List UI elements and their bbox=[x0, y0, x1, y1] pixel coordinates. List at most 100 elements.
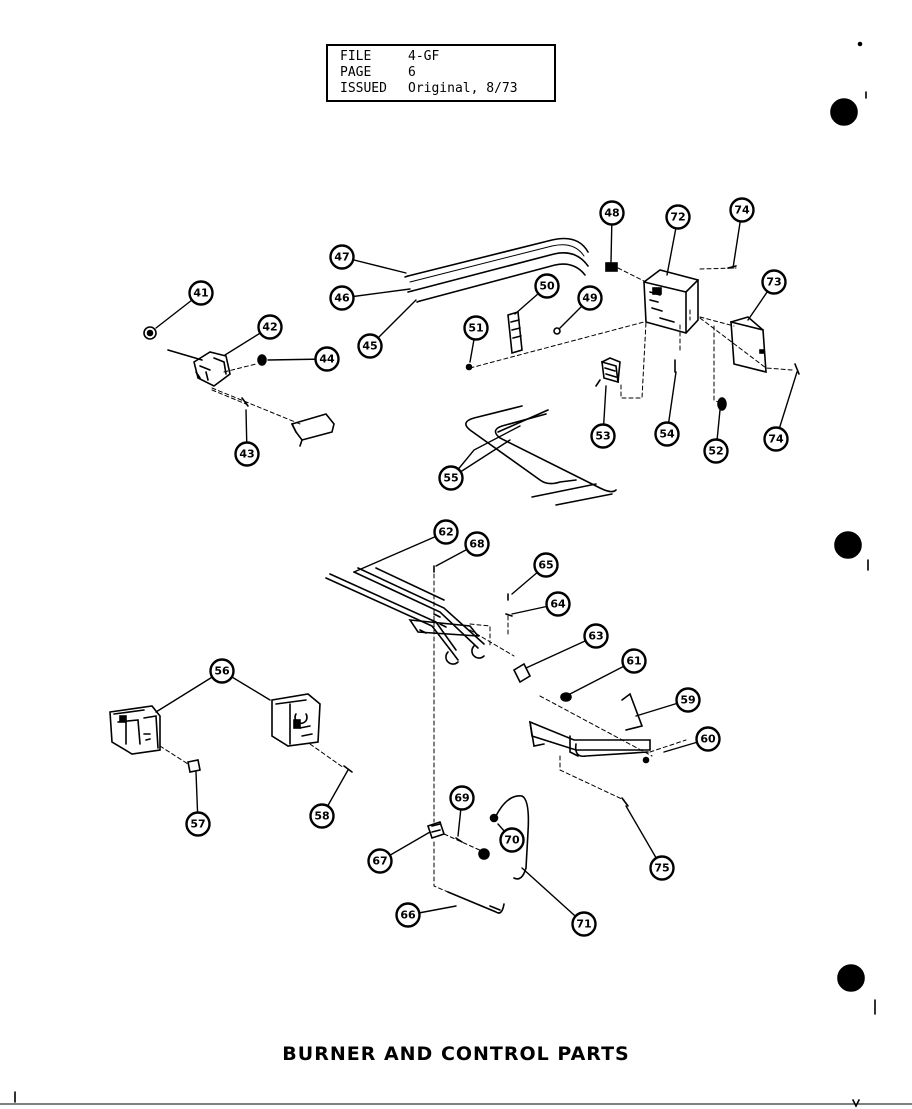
callout-47-label: 47 bbox=[334, 251, 349, 264]
callout-45-label: 45 bbox=[362, 340, 377, 353]
part-71-nut bbox=[478, 848, 490, 860]
callout-45 bbox=[357, 333, 383, 359]
part-75-screw bbox=[621, 797, 629, 807]
callout-73-label: 73 bbox=[766, 276, 781, 289]
callout-75-label: 75 bbox=[654, 862, 669, 875]
callout-52 bbox=[703, 438, 729, 464]
callout-49 bbox=[577, 285, 603, 311]
callout-61 bbox=[621, 648, 647, 674]
callout-59-label: 59 bbox=[680, 694, 695, 707]
part-69-screw bbox=[455, 837, 463, 843]
callout-49-label: 49 bbox=[582, 292, 597, 305]
issued-label: ISSUED bbox=[340, 81, 387, 96]
page-value: 6 bbox=[408, 65, 416, 80]
issued-row: ISSUED Original, 8/73 bbox=[340, 82, 518, 96]
part-59-manifold bbox=[529, 720, 651, 751]
callout-46 bbox=[329, 285, 355, 311]
callout-47 bbox=[329, 244, 355, 270]
binder-hole-top bbox=[830, 98, 858, 126]
callout-56-label: 56 bbox=[214, 665, 230, 678]
callout-65-label: 65 bbox=[538, 559, 553, 572]
part-55-harness bbox=[465, 405, 577, 485]
callout-61-label: 61 bbox=[626, 655, 641, 668]
file-value: 4-GF bbox=[408, 49, 440, 64]
tube-45 bbox=[419, 263, 586, 302]
callout-57 bbox=[185, 811, 211, 837]
callout-72-label: 72 bbox=[670, 211, 685, 224]
part-72-box bbox=[643, 269, 699, 334]
part-44-nut bbox=[257, 354, 267, 366]
callout-72 bbox=[665, 204, 691, 230]
callout-60-label: 60 bbox=[700, 733, 716, 746]
callout-69 bbox=[449, 785, 475, 811]
part-58-screw bbox=[343, 765, 353, 773]
callout-42 bbox=[257, 314, 283, 340]
callout-74-top-label: 74 bbox=[734, 204, 750, 217]
part-42-valve bbox=[193, 351, 231, 387]
callout-51-label: 51 bbox=[468, 322, 483, 335]
callout-59 bbox=[675, 687, 701, 713]
callout-43 bbox=[234, 441, 260, 467]
file-info-box: FILE 4-GF PAGE 6 ISSUED Original, 8/73 bbox=[326, 44, 556, 102]
part-73-cover bbox=[730, 320, 767, 374]
callout-74-right bbox=[763, 426, 789, 452]
callout-54 bbox=[654, 421, 680, 447]
callout-69-label: 69 bbox=[454, 792, 469, 805]
tube-47 bbox=[407, 237, 589, 277]
callout-62-label: 62 bbox=[438, 526, 453, 539]
callout-55-label: 55 bbox=[443, 472, 458, 485]
callout-66-label: 66 bbox=[400, 909, 416, 922]
callout-70 bbox=[499, 827, 525, 853]
part-48-fitting bbox=[605, 262, 618, 272]
file-label: FILE bbox=[340, 49, 372, 64]
callout-63-label: 63 bbox=[588, 630, 603, 643]
callout-41 bbox=[188, 280, 214, 306]
callout-68-label: 68 bbox=[469, 538, 484, 551]
callout-56 bbox=[209, 658, 235, 684]
callout-44-label: 44 bbox=[319, 353, 335, 366]
callout-73 bbox=[761, 269, 787, 295]
part-66-thermocouple bbox=[447, 891, 505, 914]
binder-hole-bottom bbox=[837, 964, 865, 992]
callout-70-label: 70 bbox=[504, 834, 520, 847]
part-64-washer bbox=[505, 613, 513, 617]
callout-53 bbox=[590, 423, 616, 449]
callout-55 bbox=[438, 465, 464, 491]
callout-64 bbox=[545, 591, 571, 617]
page-row: PAGE 6 bbox=[340, 66, 416, 80]
part-56-control-left bbox=[109, 705, 161, 755]
part-74-screw-right bbox=[794, 363, 800, 375]
callout-58-label: 58 bbox=[314, 810, 329, 823]
page-title: BURNER AND CONTROL PARTS bbox=[282, 1043, 630, 1065]
part-74-screw-top bbox=[727, 265, 737, 269]
part-49-nut bbox=[553, 327, 561, 335]
part-53-transformer bbox=[601, 360, 619, 384]
tube-46 bbox=[411, 252, 589, 292]
part-50-bracket bbox=[507, 310, 523, 355]
page-label: PAGE bbox=[340, 65, 372, 80]
part-57-knob bbox=[187, 759, 201, 773]
callout-67 bbox=[367, 848, 393, 874]
callout-63 bbox=[583, 623, 609, 649]
part-41-knob bbox=[143, 326, 157, 340]
callout-74-right-label: 74 bbox=[768, 433, 784, 446]
callout-53-label: 53 bbox=[595, 430, 610, 443]
callout-52-label: 52 bbox=[708, 445, 723, 458]
callout-71 bbox=[571, 911, 597, 937]
part-71-tube bbox=[493, 795, 530, 880]
callout-66 bbox=[395, 902, 421, 928]
callout-75 bbox=[649, 855, 675, 881]
callout-44 bbox=[314, 346, 340, 372]
callout-48 bbox=[599, 200, 625, 226]
callout-58 bbox=[309, 803, 335, 829]
callout-48-label: 48 bbox=[604, 207, 619, 220]
valve-bracket bbox=[290, 413, 335, 441]
callout-43-label: 43 bbox=[239, 448, 254, 461]
callout-51 bbox=[463, 315, 489, 341]
callout-57-label: 57 bbox=[190, 818, 205, 831]
issued-value: Original, 8/73 bbox=[408, 81, 518, 96]
callout-74-top bbox=[729, 197, 755, 223]
callout-41-label: 41 bbox=[193, 287, 208, 300]
